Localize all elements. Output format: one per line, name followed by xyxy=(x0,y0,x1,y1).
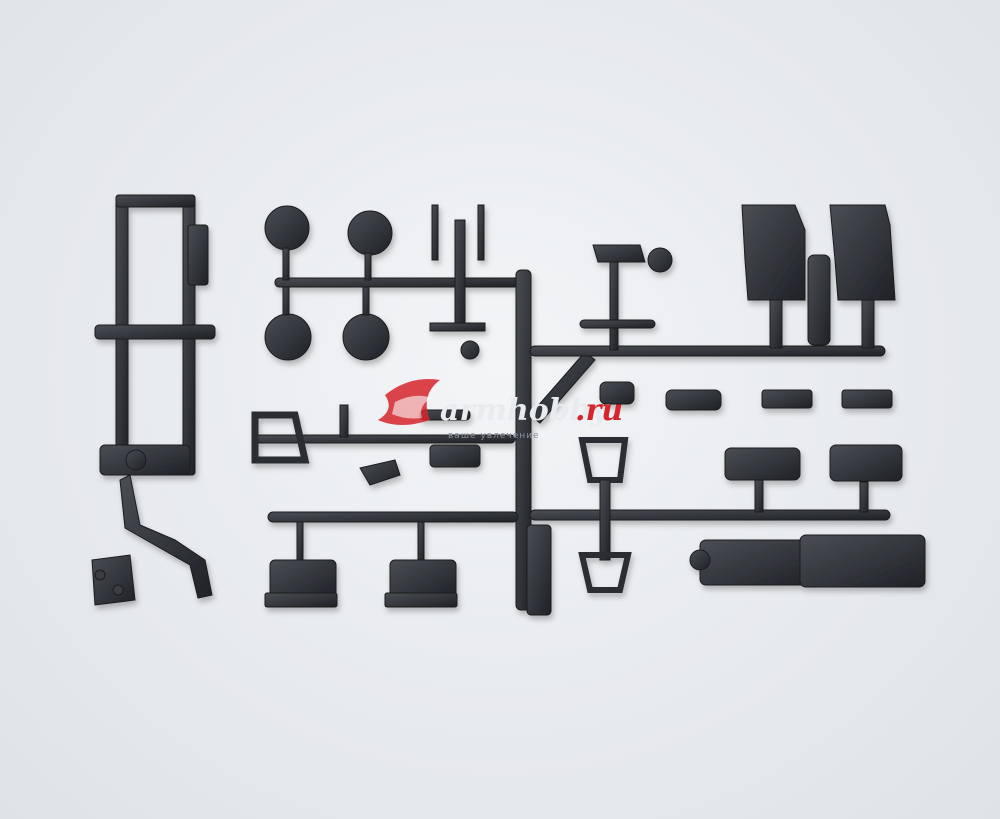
right-upper-runner xyxy=(529,204,896,411)
chassis-frame-part xyxy=(91,194,216,606)
lower-runner-part xyxy=(264,437,926,608)
watermark-domain: .ru xyxy=(575,393,623,428)
watermark-brand: armhobby xyxy=(440,393,611,428)
middle-runner-part xyxy=(251,404,516,486)
watermark-tagline: ваше увлечение xyxy=(448,431,540,441)
main-vertical-runner xyxy=(515,269,596,616)
watermark-logo xyxy=(378,379,440,425)
upper-runner-part xyxy=(264,204,526,361)
